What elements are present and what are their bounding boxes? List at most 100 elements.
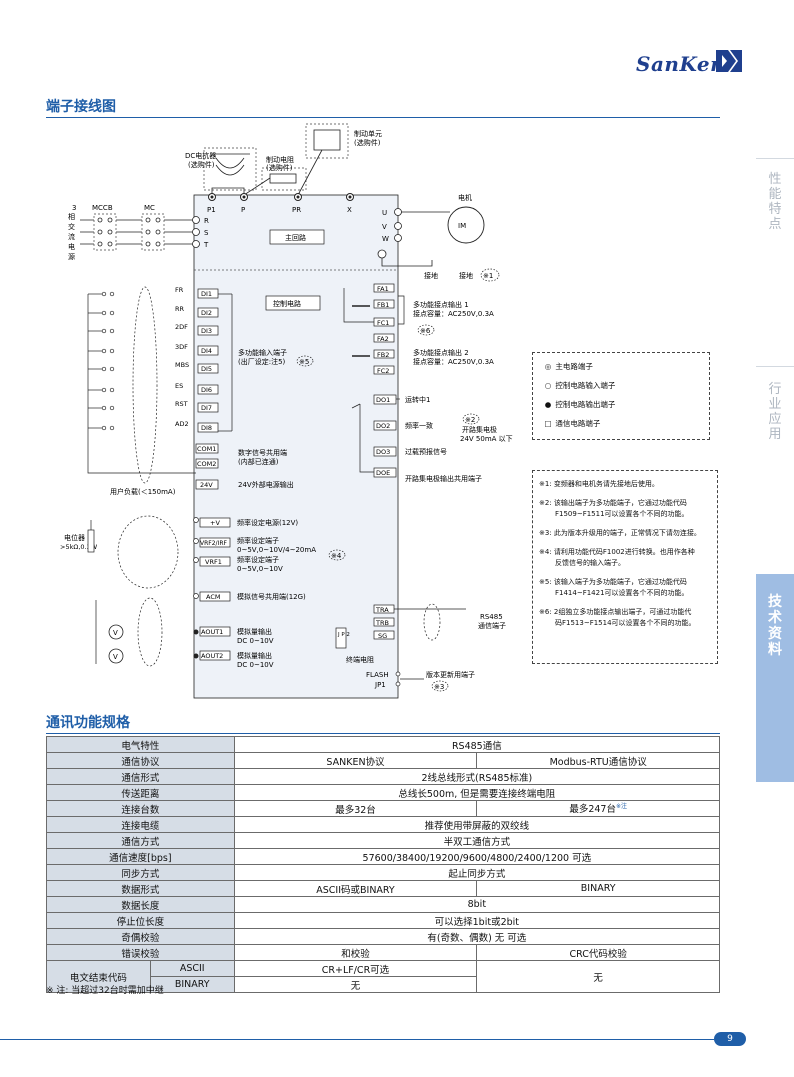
di-terminal-label: DI7: [201, 404, 212, 412]
row-label: 电气特性: [46, 736, 235, 753]
end-code-modbus-value: 无: [476, 960, 720, 993]
svg-text:源: 源: [68, 252, 75, 261]
control-circuit-label: 控制电路: [273, 299, 301, 308]
row-label: 数据形式: [46, 880, 235, 897]
brake-unit-label: 制动单元: [354, 129, 382, 138]
svg-text:数字信号共用端: 数字信号共用端: [238, 448, 287, 457]
svg-text:W: W: [382, 235, 389, 243]
svg-text:AOUT2: AOUT2: [201, 652, 223, 660]
svg-text:V: V: [113, 653, 118, 661]
di-terminal-label: DI5: [201, 365, 212, 373]
row-value: 和校验: [233, 944, 478, 961]
table-row: 奇偶校验有(奇数、偶数) 无 可选: [46, 928, 721, 945]
svg-text:FB2: FB2: [377, 351, 389, 359]
di-terminal-label: DI3: [201, 327, 212, 335]
di-signal-label: ES: [175, 382, 183, 390]
svg-text:PR: PR: [292, 206, 301, 214]
mccb-label: MCCB: [92, 204, 113, 212]
row-value: BINARY: [476, 880, 720, 897]
svg-text:交: 交: [68, 222, 75, 231]
svg-text:FB1: FB1: [377, 301, 389, 309]
table-row: 同步方式起止同步方式: [46, 864, 721, 881]
svg-text:VRF2/IRF: VRF2/IRF: [200, 540, 228, 547]
di-terminal-box: [197, 325, 219, 336]
ground-label-2: 接地: [459, 271, 473, 280]
svg-text:TRA: TRA: [375, 606, 389, 614]
svg-text:电位器: 电位器: [64, 533, 85, 542]
svg-text:过载预报信号: 过载预报信号: [405, 447, 447, 456]
table-row: 连接电缆推荐使用带屏蔽的双绞线: [46, 816, 721, 833]
footer-rule: [0, 1039, 714, 1040]
svg-text:FA1: FA1: [377, 285, 389, 293]
row-value: 总线长500m, 但是需要连接终端电阻: [233, 784, 721, 801]
row-value: CRC代码校验: [476, 944, 720, 961]
svg-text:版本更新用端子: 版本更新用端子: [426, 670, 475, 679]
svg-text:终端电阻: 终端电阻: [346, 655, 374, 664]
svg-text:用户负载(＜150mA): 用户负载(＜150mA): [110, 487, 176, 496]
legend-item: ● 控制电路输出端子: [544, 400, 616, 409]
di-terminal-label: DI8: [201, 424, 212, 432]
svg-text:+V: +V: [210, 519, 220, 527]
table-row: 停止位长度可以选择1bit或2bit: [46, 912, 721, 929]
row-label: 通信协议: [46, 752, 235, 769]
svg-text:相: 相: [68, 212, 75, 221]
end-code-binary-label: BINARY: [149, 976, 235, 993]
row-value: Modbus-RTU通信协议: [476, 752, 720, 769]
top-terminals: P1 P PR X: [207, 193, 354, 214]
legend-item: ○ 控制电路输入端子: [544, 381, 616, 390]
svg-text:VRF1: VRF1: [205, 558, 222, 566]
svg-text:※3: ※3: [434, 683, 444, 691]
end-code-ascii-value: CR+LF/CR可选: [233, 960, 478, 977]
svg-text:(内部已连通): (内部已连通): [238, 457, 279, 466]
svg-text:V: V: [113, 629, 118, 637]
sidebar-item-industry[interactable]: 行业应用: [768, 382, 782, 442]
svg-text:多功能输入端子: 多功能输入端子: [238, 348, 287, 357]
svg-text:T: T: [203, 241, 209, 249]
end-code-label: 电文结束代码: [46, 960, 151, 993]
svg-text:R: R: [204, 217, 209, 225]
row-value: 半双工通信方式: [233, 832, 721, 849]
svg-text:多功能接点输出 1: 多功能接点输出 1: [413, 300, 469, 309]
svg-text:FA2: FA2: [377, 335, 389, 343]
svg-text:模拟信号共用端(12G): 模拟信号共用端(12G): [237, 592, 306, 601]
comm-section-title: 通讯功能规格: [46, 715, 130, 731]
sidebar-item-tech-label: 技术资料: [768, 594, 782, 658]
svg-text:模拟量输出: 模拟量输出: [237, 651, 272, 660]
wiring-section-title: 端子接线图: [46, 99, 116, 115]
di-signal-label: 3DF: [175, 343, 188, 351]
row-value: 8bit: [233, 896, 721, 913]
di-terminal-box: [197, 402, 219, 413]
svg-text:频率设定端子: 频率设定端子: [237, 536, 279, 545]
row-value: ASCII码或BINARY: [233, 880, 478, 897]
ground-label: 接地: [424, 271, 438, 280]
svg-text:通信端子: 通信端子: [478, 621, 506, 630]
row-label: 通信方式: [46, 832, 235, 849]
row-value: 起止同步方式: [233, 864, 721, 881]
brand-mark-icon: [716, 50, 742, 72]
brand-logo: SanKen: [636, 52, 726, 76]
digital-inputs: DI1FRDI2RRDI32DFDI43DFDI5MBSDI6ESDI7RSTD…: [88, 286, 219, 433]
sidebar-item-tech-active[interactable]: [756, 574, 794, 782]
row-footnote-ref: ※注: [615, 803, 627, 811]
row-value: 可以选择1bit或2bit: [233, 912, 721, 929]
row-label: 传送距离: [46, 784, 235, 801]
row-value: 2线总线形式(RS485标准): [233, 768, 721, 785]
svg-text:ACM: ACM: [206, 593, 220, 601]
svg-text:※4: ※4: [331, 552, 342, 560]
legend-item: □ 通信电路端子: [544, 419, 601, 428]
svg-text:频率设定端子: 频率设定端子: [237, 555, 279, 564]
motor-code: IM: [458, 222, 466, 230]
di-signal-label: RR: [175, 305, 185, 313]
terminal-legend: ◎ 主电路端子 ○ 控制电路输入端子 ● 控制电路输出端子 □ 通信电路端子: [532, 352, 710, 440]
row-label: 同步方式: [46, 864, 235, 881]
sidebar-item-features[interactable]: 性能特点: [768, 172, 782, 232]
di-signal-label: AD2: [175, 420, 189, 428]
svg-text:X: X: [347, 206, 352, 214]
di-signal-label: RST: [175, 400, 188, 408]
mc-label: MC: [144, 204, 155, 212]
